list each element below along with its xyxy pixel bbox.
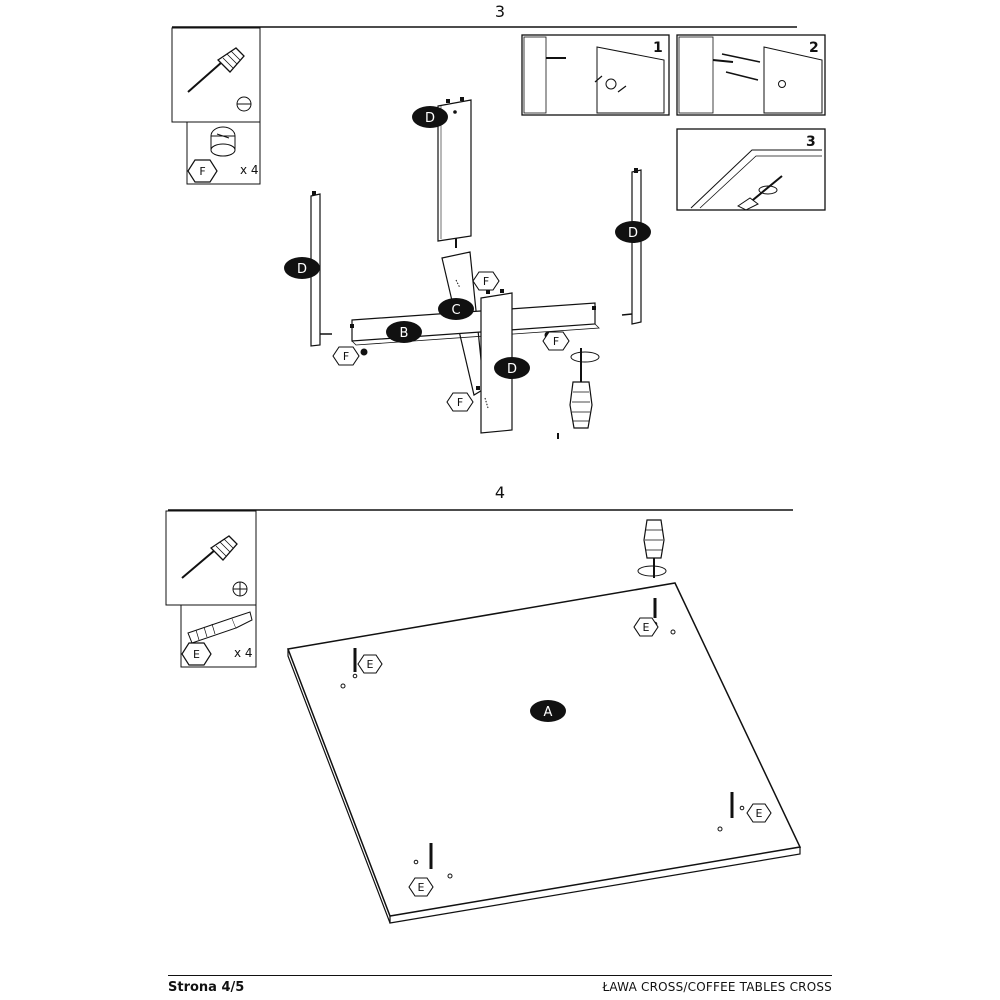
bolt-e-front-right: E [717, 792, 772, 832]
cam-lock-icon [210, 126, 236, 157]
hex-label-f: F [542, 331, 570, 351]
svg-text:F: F [553, 335, 559, 348]
hex-label-f: F [332, 346, 360, 366]
product-name: ŁAWA CROSS/COFFEE TABLES CROSS [602, 980, 832, 994]
svg-text:E: E [367, 658, 374, 671]
svg-text:D: D [297, 262, 307, 277]
inset-number: 3 [806, 134, 816, 150]
part-e-hex-label: E [181, 642, 212, 666]
phillips-head-icon [232, 581, 248, 597]
screwdriver-icon [637, 519, 667, 578]
svg-text:F: F [483, 275, 489, 288]
label-a: A [530, 700, 566, 722]
svg-text:A: A [544, 705, 553, 720]
inset-number: 1 [653, 40, 663, 56]
bolt-e-back-left: E [340, 648, 383, 689]
panel-d-top [437, 97, 472, 248]
bolt-e-back-right: E [633, 598, 676, 637]
inset-number: 2 [809, 40, 819, 56]
panel-d-right [621, 168, 642, 325]
screwdriver-icon [181, 535, 238, 579]
label-d-front: D [494, 357, 530, 379]
screwdriver-icon [557, 348, 600, 439]
svg-text:E: E [756, 807, 763, 820]
footer-rule [168, 975, 832, 976]
screwdriver-flat-box [171, 27, 261, 123]
svg-text:E: E [193, 648, 200, 661]
label-d-right: D [615, 221, 651, 243]
svg-text:B: B [400, 326, 409, 341]
svg-text:E: E [643, 621, 650, 634]
inset-3: 3 [676, 128, 826, 211]
inset-1: 1 [521, 34, 670, 116]
svg-text:E: E [418, 881, 425, 894]
svg-text:F: F [457, 396, 463, 409]
exploded-frame-assembly [310, 97, 642, 439]
step-4-number: 4 [495, 483, 505, 502]
screwdriver-icon [187, 47, 245, 93]
svg-text:F: F [199, 165, 205, 178]
connector-bolt-box: E x 4 [180, 604, 257, 668]
flat-head-icon [236, 96, 252, 112]
step-3-number: 3 [495, 2, 505, 21]
screwdriver-phillips-box [165, 510, 257, 606]
connector-bolt-icon [187, 611, 253, 644]
inset-2: 2 [676, 34, 826, 116]
svg-text:D: D [425, 111, 435, 126]
tabletop-a [286, 582, 802, 924]
part-f-hex-label: F [187, 159, 218, 183]
hex-label-f: F [446, 392, 474, 412]
svg-text:F: F [343, 350, 349, 363]
cam-lock-box: F x 4 [186, 121, 261, 185]
svg-text:D: D [628, 226, 638, 241]
quantity-label: x 4 [234, 646, 253, 660]
hex-label-f: F [472, 271, 500, 291]
page-number: Strona 4/5 [168, 980, 245, 995]
label-b: B [386, 321, 422, 343]
bolt-e-front-left: E [408, 843, 453, 897]
svg-text:D: D [507, 362, 517, 377]
svg-text:C: C [451, 303, 460, 318]
label-d-left: D [284, 257, 320, 279]
quantity-label: x 4 [240, 163, 259, 177]
label-d-top: D [412, 106, 448, 128]
label-c: C [438, 298, 474, 320]
